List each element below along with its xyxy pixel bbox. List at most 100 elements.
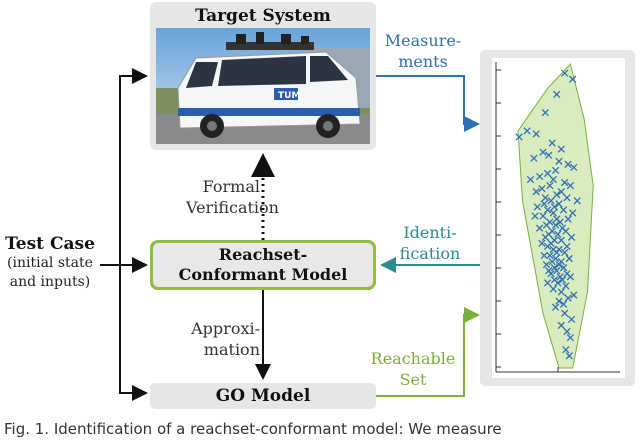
scatter-point [532,188,540,196]
scatter-point [550,203,559,211]
scatter-point [557,188,565,196]
scatter-point [541,108,549,117]
scatter-point [549,175,557,184]
scatter-point [551,303,560,311]
measurements-arrow [376,75,480,132]
scatter-point [557,288,565,296]
formal-verification-line2: Verification [186,198,279,217]
scatter-point [562,282,570,290]
scatter-point [539,148,547,156]
scatter-point [541,233,549,241]
scatter-point [539,212,547,220]
scatter-point [567,315,576,324]
scatter-point [559,264,568,272]
approximation-label: Approxi- mation [176,318,260,360]
test-case-title: Test Case [5,234,95,254]
scatter-point [553,267,561,275]
scatter-point [564,294,572,302]
scatter-point [566,333,575,342]
scatter-point [553,191,561,199]
scatter-point [553,248,561,257]
scatter-point [565,352,573,360]
vehicle-photo: TUM [156,28,370,144]
scatter-point [543,206,552,214]
scatter-point [555,157,563,165]
scatter-point [526,175,535,184]
scatter-point [562,346,570,354]
scatter-point [523,127,531,135]
identification-label: Identi- fication [392,222,468,264]
scatter-point [546,251,554,260]
scatter-point [573,197,581,205]
model-title-line1: Reachset- [218,245,308,264]
scatter-point [546,181,554,190]
vehicle-logo: TUM [278,91,300,101]
measurements-label: Measure- ments [383,30,463,72]
scatter-point [555,260,563,269]
figure-caption: Fig. 1. Identification of a reachset-con… [4,420,502,438]
scatter-point [564,215,572,223]
scatter-point [543,279,552,287]
identification-line1: Identi- [403,223,457,242]
target-system-box: Target System TUM [150,2,376,150]
scatter-point [561,248,569,257]
scatter-plot [492,58,625,378]
target-system-title: Target System [195,6,331,26]
scatter-point [557,321,565,330]
scatter-point [554,230,562,238]
scatter-point [543,169,552,178]
measurements-label-line1: Measure- [384,31,462,50]
scatter-point [542,260,551,269]
scatter-point [569,209,577,217]
scatter-point [556,218,564,226]
reachable-set-arrow [376,307,480,397]
scatter-point [570,291,578,299]
scatter-point [545,151,553,159]
scatter-point [547,197,555,205]
scatter-point [535,172,544,181]
scatter-point [564,160,572,168]
measurements-label-line2: ments [398,52,448,71]
reachable-set-label: Reachable Set [366,348,460,390]
test-case-line2: and inputs) [9,274,91,290]
scatter-point [557,145,565,153]
scatter-point [530,154,538,162]
scatter-point [551,166,560,175]
scatter-point [549,285,557,293]
model-title-line2: Conformant Model [178,265,348,284]
test-case-to-go-arrow [119,265,148,401]
formal-verification-line1: Formal [202,177,260,196]
scatter-point [538,239,546,248]
scatter-point [559,300,568,308]
scatter-point [562,227,570,235]
go-model-box: GO Model [150,383,376,409]
scatter-point [555,200,563,208]
scatter-point [542,221,551,229]
scatter-point [548,257,556,266]
reachable-set-line1: Reachable [370,349,456,368]
scatter-point [538,184,546,193]
test-case-line1: (initial state [7,255,93,271]
approximation-line2: mation [203,340,260,359]
go-model-title: GO Model [215,386,311,406]
scatter-point [554,279,562,287]
scatter-point [531,212,539,220]
scatter-point [547,270,555,278]
scatter-point [515,133,523,141]
scatter-point [541,194,549,202]
scatter-point [565,254,573,263]
scatter-point [551,221,560,229]
scatter-point [555,297,563,305]
scatter-point [566,273,575,281]
formal-verification-label: Formal Verification [186,176,279,218]
scatter-plot-box [480,50,635,386]
scatter-point [563,327,571,336]
reachset-conformant-model-box: Reachset- Conformant Model [150,240,376,290]
scatter-point [569,75,577,83]
scatter-point [567,233,576,241]
scatter-point [549,209,557,217]
scatter-point [563,194,571,202]
scatter-point [558,276,567,284]
scatter-point [561,309,569,317]
